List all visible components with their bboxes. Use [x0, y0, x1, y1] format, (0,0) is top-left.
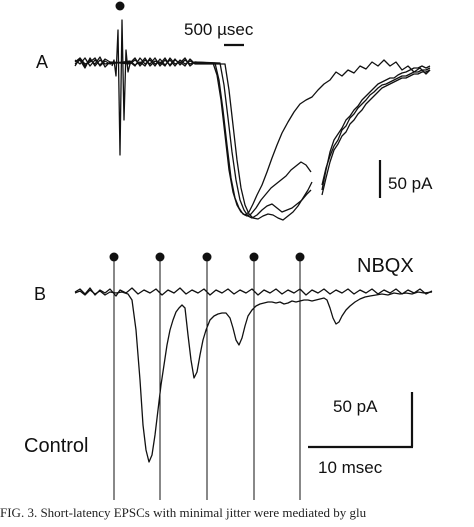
panel-a-trace — [321, 65, 431, 191]
panel-b-amp-scale-label: 50 pA — [333, 397, 378, 416]
panel-a-stimulus-marker — [115, 1, 125, 11]
panel-b-stimulus-lines — [113, 257, 301, 500]
panel-a-trace — [74, 57, 312, 217]
panel-a-stimulus-artifact — [111, 19, 131, 156]
panel-a-label: A — [36, 52, 48, 72]
control-label: Control — [24, 435, 88, 457]
panel-a-trace — [321, 67, 431, 186]
panel-a-time-scale-label: 500 µsec — [184, 20, 254, 39]
panel-a: A 500 µsec 50 pA — [36, 1, 433, 221]
control-trace — [74, 289, 433, 463]
panel-a-trace — [74, 57, 312, 219]
panel-a-trace — [74, 57, 313, 221]
panel-b: B NBQX 50 pA 10 msec Control — [24, 252, 433, 500]
figure-caption: FIG. 3. Short-latency EPSCs with minimal… — [0, 505, 367, 520]
nbqx-trace — [74, 287, 433, 297]
panel-b-time-scale-label: 10 msec — [318, 458, 383, 477]
panel-a-traces — [74, 56, 431, 221]
nbqx-label: NBQX — [357, 255, 414, 277]
panel-a-trace — [321, 69, 431, 196]
panel-a-trace — [74, 56, 431, 216]
panel-b-label: B — [34, 284, 46, 304]
panel-a-amp-scale-label: 50 pA — [388, 174, 433, 193]
